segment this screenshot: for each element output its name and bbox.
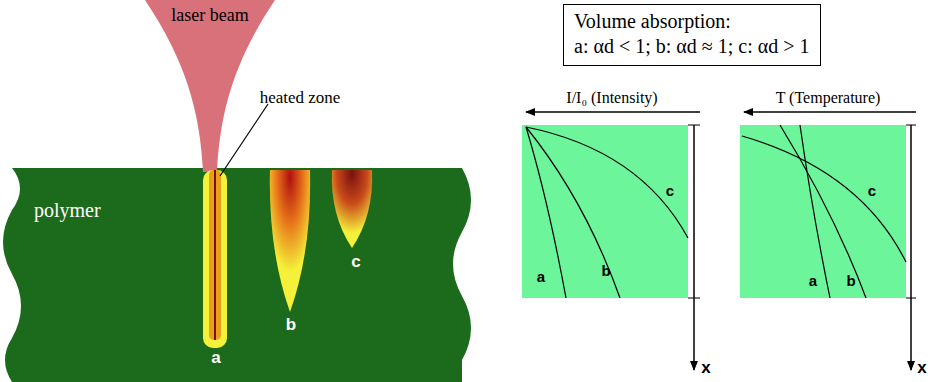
laser-beam: laser beam [145, 0, 275, 172]
curve-label: c [868, 182, 876, 199]
curve-c [526, 127, 688, 238]
plot-area [522, 125, 688, 298]
curve-label: c [666, 182, 674, 199]
curve-label: b [286, 315, 296, 335]
laser-beam-shape [145, 0, 275, 172]
curve-label: c [351, 252, 360, 272]
intensity-axis [526, 111, 700, 113]
node-heading: polymer [34, 198, 478, 223]
curve-label: a [809, 272, 817, 289]
curve-a [800, 125, 830, 298]
depth-axis [910, 125, 912, 370]
temperature-axis [744, 111, 916, 113]
axis-label: I/I₀ (Intensity) [566, 89, 657, 107]
curve-label: a [537, 268, 545, 285]
polymer-slab: polymer [0, 168, 478, 382]
laser-beam-outline [145, 0, 275, 172]
curve-b [780, 125, 866, 298]
curve-label: a [211, 348, 220, 368]
axis-label: T (Temperature) [776, 89, 881, 107]
axis-label: x [917, 358, 926, 378]
curve-b [526, 127, 620, 298]
node-heading: Volume absorption: [574, 9, 810, 34]
node-body: a: αd < 1; b: αd ≈ 1; c: αd > 1 [574, 34, 810, 59]
curve-label: b [601, 262, 610, 279]
curve-c [742, 136, 906, 262]
curve-label: b [846, 272, 855, 289]
depth-axis [693, 125, 695, 370]
part-label: heated zone [260, 88, 341, 108]
leader-line [220, 104, 268, 176]
axis-label: x [701, 358, 710, 378]
plot-area [740, 125, 906, 298]
node-heading: laser beam [145, 4, 275, 27]
legend-box: Volume absorption:a: αd < 1; b: αd ≈ 1; … [563, 4, 821, 66]
